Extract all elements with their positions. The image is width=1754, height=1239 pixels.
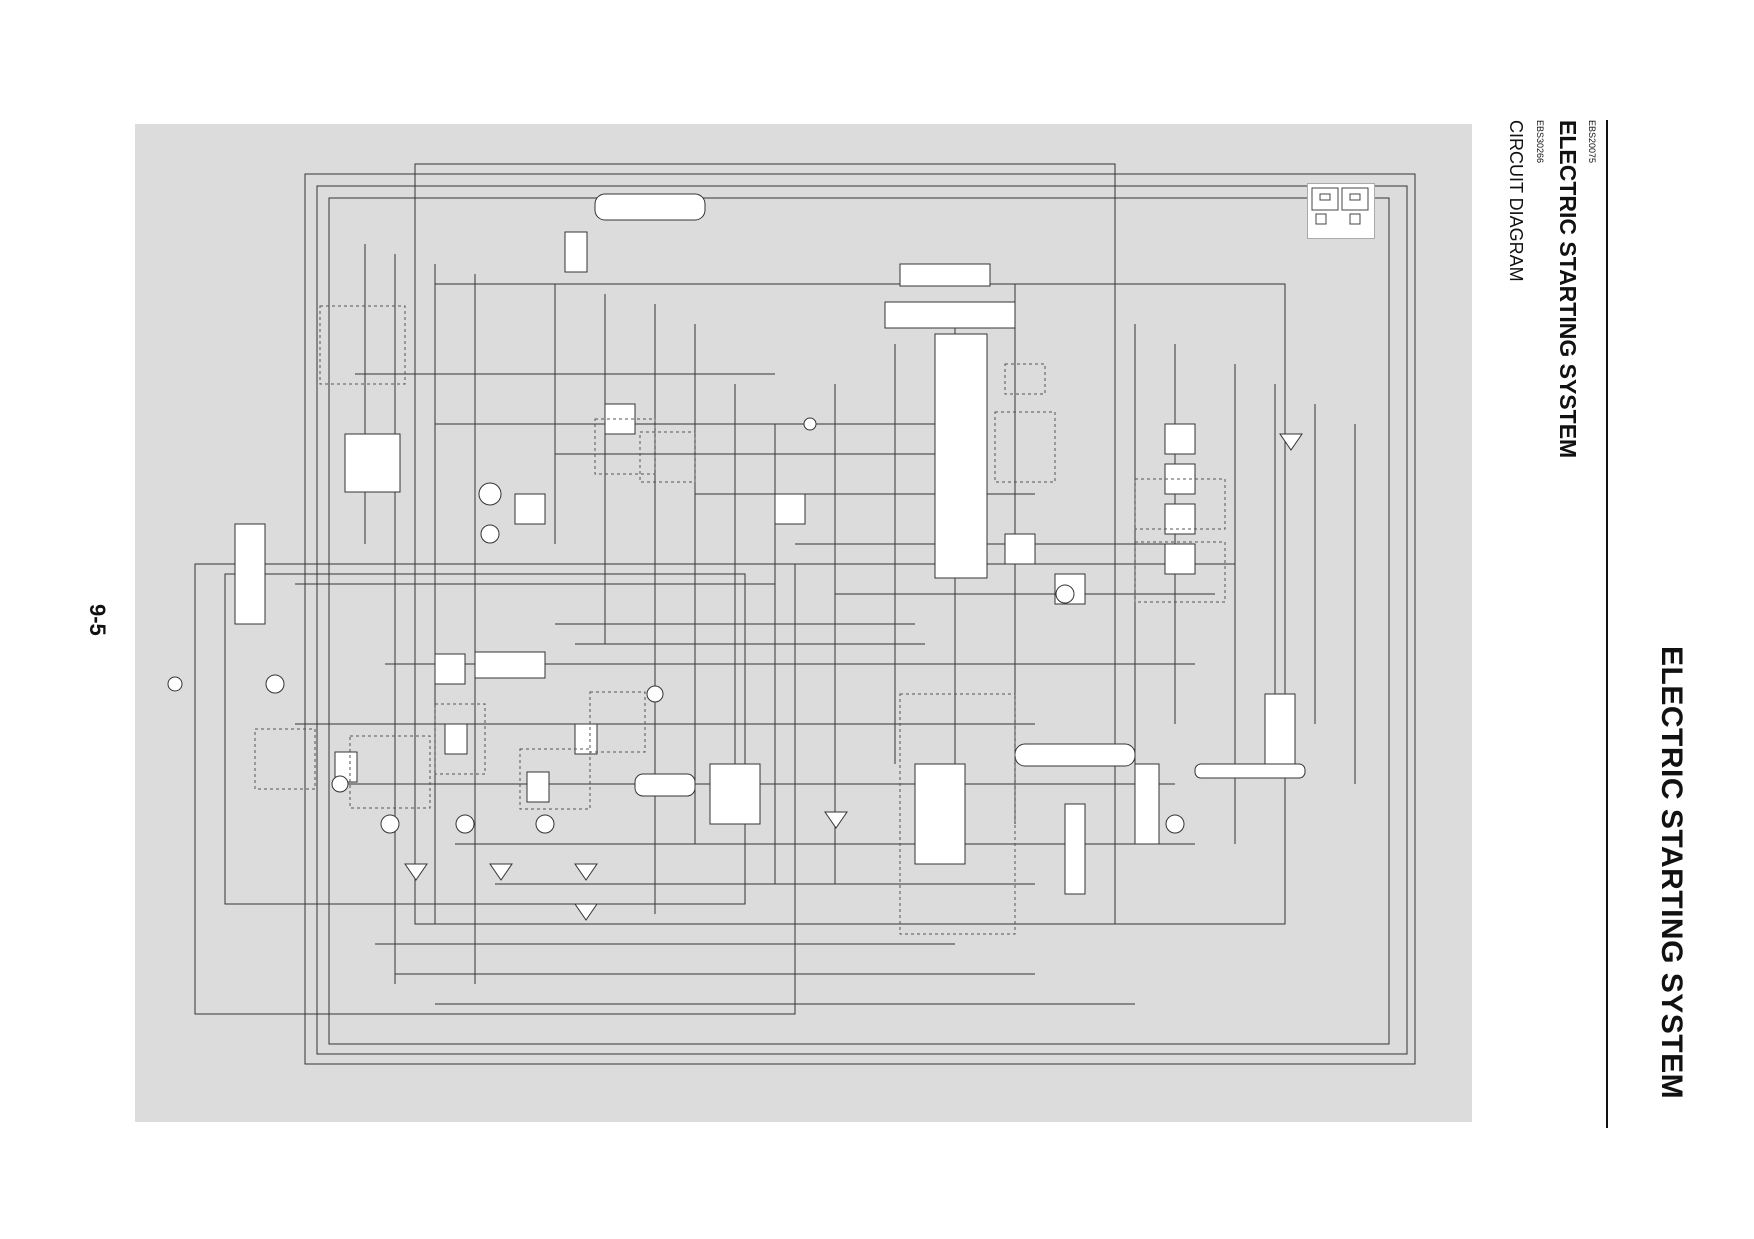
connector-ecu-large <box>884 301 1016 329</box>
enclosure <box>349 735 431 809</box>
indicator-lamp <box>824 811 848 829</box>
connector-stack <box>1134 763 1160 845</box>
subsection-code: EBS30266 <box>1535 120 1545 164</box>
enclosure <box>589 691 646 753</box>
lamp <box>646 685 664 703</box>
section-code: EBS20075 <box>1587 120 1597 164</box>
circuit-diagram <box>135 124 1472 1122</box>
legend-symbol <box>1315 213 1327 225</box>
lamp <box>1165 814 1185 834</box>
indicator-lamp <box>574 863 598 881</box>
connector-block <box>434 653 466 685</box>
enclosure <box>594 418 656 475</box>
component <box>1164 543 1196 575</box>
wire-runs <box>295 373 1235 1005</box>
legend-symbol <box>1349 193 1361 201</box>
enclosure <box>254 728 316 790</box>
connector-stack <box>1264 693 1296 765</box>
connector-block <box>474 651 546 679</box>
harness-loop <box>304 173 1416 1065</box>
enclosure <box>519 748 591 810</box>
component <box>526 771 550 803</box>
component <box>444 723 468 755</box>
harness-loop <box>224 573 746 905</box>
connector-bottom <box>634 773 696 797</box>
wire-drops <box>364 244 1356 984</box>
enclosure <box>639 431 696 483</box>
component <box>574 723 598 755</box>
enclosure <box>1134 478 1226 530</box>
section-title: ELECTRIC STARTING SYSTEM <box>1555 120 1581 459</box>
lamp <box>478 482 502 506</box>
connector-ecu-small <box>899 263 991 287</box>
component <box>774 493 806 525</box>
component <box>1164 423 1196 455</box>
enclosure <box>899 693 1016 935</box>
legend-symbols <box>1311 187 1369 225</box>
enclosure <box>319 305 406 385</box>
page-number: 9-5 <box>85 604 110 636</box>
lamp <box>265 674 285 694</box>
indicator-lamp <box>574 903 598 921</box>
ecu-unit <box>934 333 988 579</box>
component <box>564 231 588 273</box>
lamp <box>1055 584 1075 604</box>
relay-unit <box>344 433 401 493</box>
indicator-panel <box>914 763 966 865</box>
enclosure <box>1134 541 1226 603</box>
connector-stack <box>1064 803 1086 895</box>
indicator-lamp <box>489 863 513 881</box>
enclosure <box>1004 363 1046 395</box>
lamp <box>455 814 475 834</box>
starter-motor <box>709 763 761 825</box>
component <box>514 493 546 525</box>
indicator-lamp <box>404 863 428 881</box>
title-rule <box>1606 120 1608 1128</box>
legend-box <box>1307 183 1375 239</box>
lamp <box>331 775 349 793</box>
harness-loop <box>316 185 1408 1055</box>
connector-top <box>594 193 706 221</box>
connector-right <box>1014 743 1136 767</box>
lamp <box>535 814 555 834</box>
legend-symbol <box>1319 193 1331 201</box>
lamp <box>480 524 500 544</box>
section-title-side: ELECTRIC STARTING SYSTEM <box>1655 646 1688 1100</box>
fuse-box <box>234 523 266 625</box>
component <box>1004 533 1036 565</box>
connector-edge <box>1194 763 1306 779</box>
indicator-lamp <box>1279 433 1303 451</box>
enclosure <box>434 703 486 775</box>
lamp <box>803 417 817 431</box>
lamp <box>380 814 400 834</box>
lamp <box>167 676 183 692</box>
wiring-schematic <box>167 163 1416 1065</box>
enclosure <box>994 411 1056 483</box>
subsection-title: CIRCUIT DIAGRAM <box>1506 120 1526 282</box>
legend-symbol <box>1349 213 1361 225</box>
harness-loop <box>328 197 1390 1045</box>
